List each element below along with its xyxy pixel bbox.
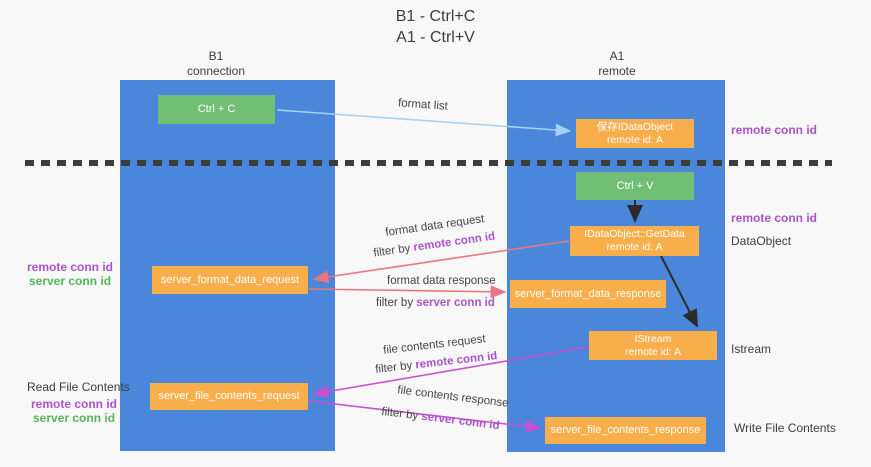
title-line-1: B1 - Ctrl+C [395,8,476,25]
save-idataobject-line2: remote id: A [606,133,664,146]
idataobject-getdata-box: IDataObject::GetData remote id: A [570,226,699,256]
ctrl-c-label: Ctrl + C [197,103,236,115]
lifeline-b1-name: B1 [208,49,224,63]
right-dataobject-remote-conn-id-note: remote conn id [731,211,818,225]
istream-line2: remote id: A [624,345,682,358]
istream-note: Istream [731,342,772,356]
ctrl-c-box: Ctrl + C [158,95,275,124]
server-conn-id-keyword: server conn id [416,297,495,309]
filter-by-text: filter by [374,359,417,376]
lifeline-a1-role: remote [598,64,636,78]
save-idataobject-box: 保存IDataObject remote id: A [576,119,694,148]
server-conn-id-keyword: server conn id [420,410,501,433]
server-file-contents-request-label: server_file_contents_request [158,390,300,402]
filter-by-text: filter by [380,405,423,423]
dataobject-note: DataObject [731,234,792,248]
remote-conn-id-keyword: remote conn id [414,350,498,372]
istream-box: IStream remote id: A [589,331,717,360]
diagram-title: B1 - Ctrl+C A1 - Ctrl+V [0,6,871,48]
title-line-2: A1 - Ctrl+V [396,29,475,46]
server-format-data-response-label: server_format_data_response [514,287,662,300]
left-file-server-conn-id-note: server conn id [33,411,116,425]
ctrl-v-label: Ctrl + V [616,179,654,192]
file-contents-response-label: file contents response [396,384,510,410]
getdata-line1: IDataObject::GetData [584,228,685,240]
format-list-label: format list [397,97,449,113]
lifeline-b1-role: connection [186,64,246,78]
lifeline-a1-name: A1 [609,49,625,63]
lifeline-header-a1: A1 remote [547,49,687,79]
server-format-data-request-label: server_format_data_request [160,273,300,286]
format-data-response-filter-label: filter by server conn id [376,297,495,309]
getdata-line2: remote id: A [606,241,663,253]
left-server-conn-id-note: server conn id [29,274,112,288]
format-data-response-label: format data response [387,275,496,287]
remote-conn-id-keyword: remote conn id [412,230,496,254]
format-data-response-arrow [308,285,507,299]
server-file-contents-request-box: server_file_contents_request [150,383,308,410]
read-file-contents-note: Read File Contents [27,380,130,394]
file-contents-response-filter-label: filter by server conn id [381,406,500,432]
left-remote-conn-id-note: remote conn id [27,260,114,274]
write-file-contents-note: Write File Contents [734,421,836,435]
filter-by-text: filter by [376,297,417,309]
server-file-contents-response-box: server_file_contents_response [545,417,706,444]
ctrl-v-box: Ctrl + V [576,172,694,200]
left-file-remote-conn-id-note: remote conn id [31,397,118,411]
save-idataobject-line1: 保存IDataObject [596,120,674,133]
lifeline-header-b1: B1 connection [146,49,286,79]
istream-line1: IStream [634,332,672,345]
server-format-data-response-box: server_format_data_response [510,280,666,308]
filter-by-text: filter by [372,241,415,260]
copy-paste-divider-line [25,160,832,166]
right-clipboard-remote-conn-id-note: remote conn id [731,123,818,137]
server-file-contents-response-label: server_file_contents_response [550,424,701,436]
server-format-data-request-box: server_format_data_request [152,266,308,294]
